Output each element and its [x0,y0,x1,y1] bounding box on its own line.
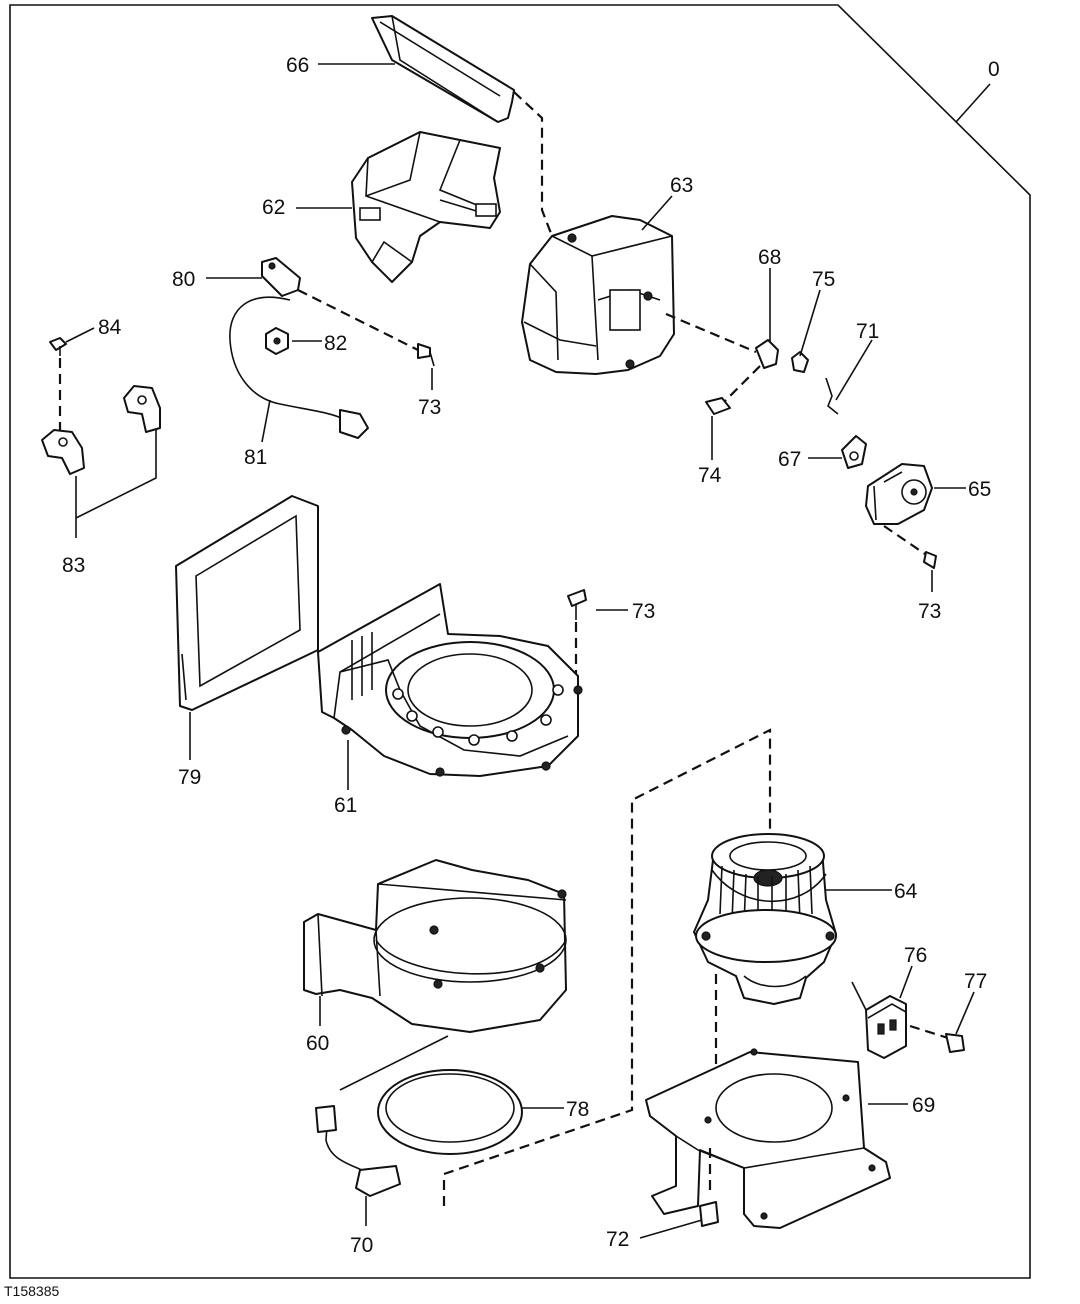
callout-labels: 0 66 62 63 80 84 82 73 81 83 68 75 71 74… [62,54,1000,1257]
leader-76-bracket [851,981,867,1011]
part-61-upper-case [317,583,583,777]
callout-78: 78 [566,1098,589,1121]
callout-63: 63 [670,174,693,197]
callout-64: 64 [894,880,918,903]
part-78-ring [377,1069,523,1155]
dash-63-68 [665,312,757,354]
callout-79: 79 [178,766,201,789]
part-81-wire-harness [229,296,369,439]
dash-80-73 [297,289,419,351]
callout-81: 81 [244,446,267,469]
leader-76 [899,965,913,999]
dash-76-77 [909,1024,949,1040]
part-80-connector [261,257,301,297]
part-71-rod [825,377,839,415]
leader-84 [65,327,95,343]
part-84-screw [49,337,67,356]
part-67-link [841,435,867,469]
part-73-screw-upper [417,343,435,367]
leader-77 [955,991,975,1035]
callout-72: 72 [606,1228,629,1251]
callout-60: 60 [306,1032,329,1055]
part-69-mount-bracket [645,1048,891,1229]
part-83-bracket-right [123,385,161,433]
part-65-servo-motor [865,463,933,525]
leader-81 [261,399,271,443]
part-60-lower-case [303,859,567,1033]
leader-63 [641,195,673,231]
callout-75: 75 [812,268,835,291]
leader-71 [835,339,873,401]
callout-73-right: 73 [918,600,941,623]
dash-66-63 [513,91,554,237]
leader-72 [639,1219,703,1239]
part-73-screw-right [923,551,937,569]
callout-77: 77 [964,970,987,993]
callout-84: 84 [98,316,122,339]
callout-71: 71 [856,320,879,343]
part-73-screw-center [567,589,587,620]
callout-66: 66 [286,54,309,77]
part-68-lever [755,339,779,369]
callout-80: 80 [172,268,195,291]
part-63-inlet-case [521,215,675,375]
leader-75 [799,289,821,357]
callout-73-center: 73 [632,600,655,623]
callout-68: 68 [758,246,781,269]
part-76-resistor [865,995,907,1059]
callout-83: 83 [62,554,85,577]
callout-0: 0 [988,58,1000,81]
callout-70: 70 [350,1234,373,1257]
callout-76: 76 [904,944,927,967]
part-79-filter-frame [175,495,319,711]
callout-65: 65 [968,478,991,501]
figure-id: T158385 [4,1283,60,1299]
part-83-bracket-left [41,429,85,475]
callout-67: 67 [778,448,801,471]
part-64-blower-fan [693,833,837,1005]
leader-83 [75,430,157,538]
callout-74: 74 [698,464,722,487]
part-66-damper [371,15,515,123]
part-82-nut [265,327,289,355]
part-72-bolt [699,1201,719,1227]
callout-61: 61 [334,794,357,817]
part-74-screw [705,397,731,415]
dash-65-73 [883,525,929,557]
part-77-screw [945,1033,965,1053]
part-75-clip [791,351,809,373]
callout-73-upper: 73 [418,396,441,419]
callout-69: 69 [912,1094,935,1117]
dash-68-74 [723,365,761,403]
callout-62: 62 [262,196,285,219]
leader-0 [955,83,991,123]
callout-82: 82 [324,332,347,355]
part-62-upper-duct [351,131,501,283]
diagram-frame [9,4,1031,1279]
part-70-hose [315,1105,401,1197]
leader-60-70 [339,1035,449,1091]
dash-78-64 [442,728,772,1206]
